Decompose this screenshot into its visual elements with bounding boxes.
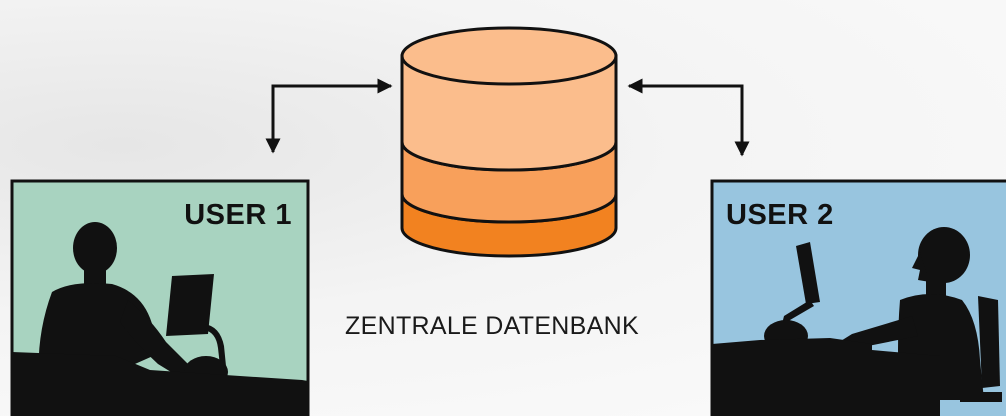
user1-label: USER 1 <box>184 199 292 231</box>
arrow-database-user1 <box>265 78 393 154</box>
user2-panel: USER 2 <box>710 179 1006 416</box>
database-label: ZENTRALE DATENBANK <box>345 312 639 340</box>
user1-panel: USER 1 <box>10 179 310 416</box>
database-top-section <box>400 54 618 172</box>
user2-silhouette-icon <box>712 227 1002 416</box>
database-top-cap <box>400 26 618 86</box>
arrow-database-user2 <box>627 78 750 157</box>
user1-silhouette-icon <box>12 222 308 416</box>
database-icon <box>400 26 618 258</box>
user2-label: USER 2 <box>726 199 834 231</box>
